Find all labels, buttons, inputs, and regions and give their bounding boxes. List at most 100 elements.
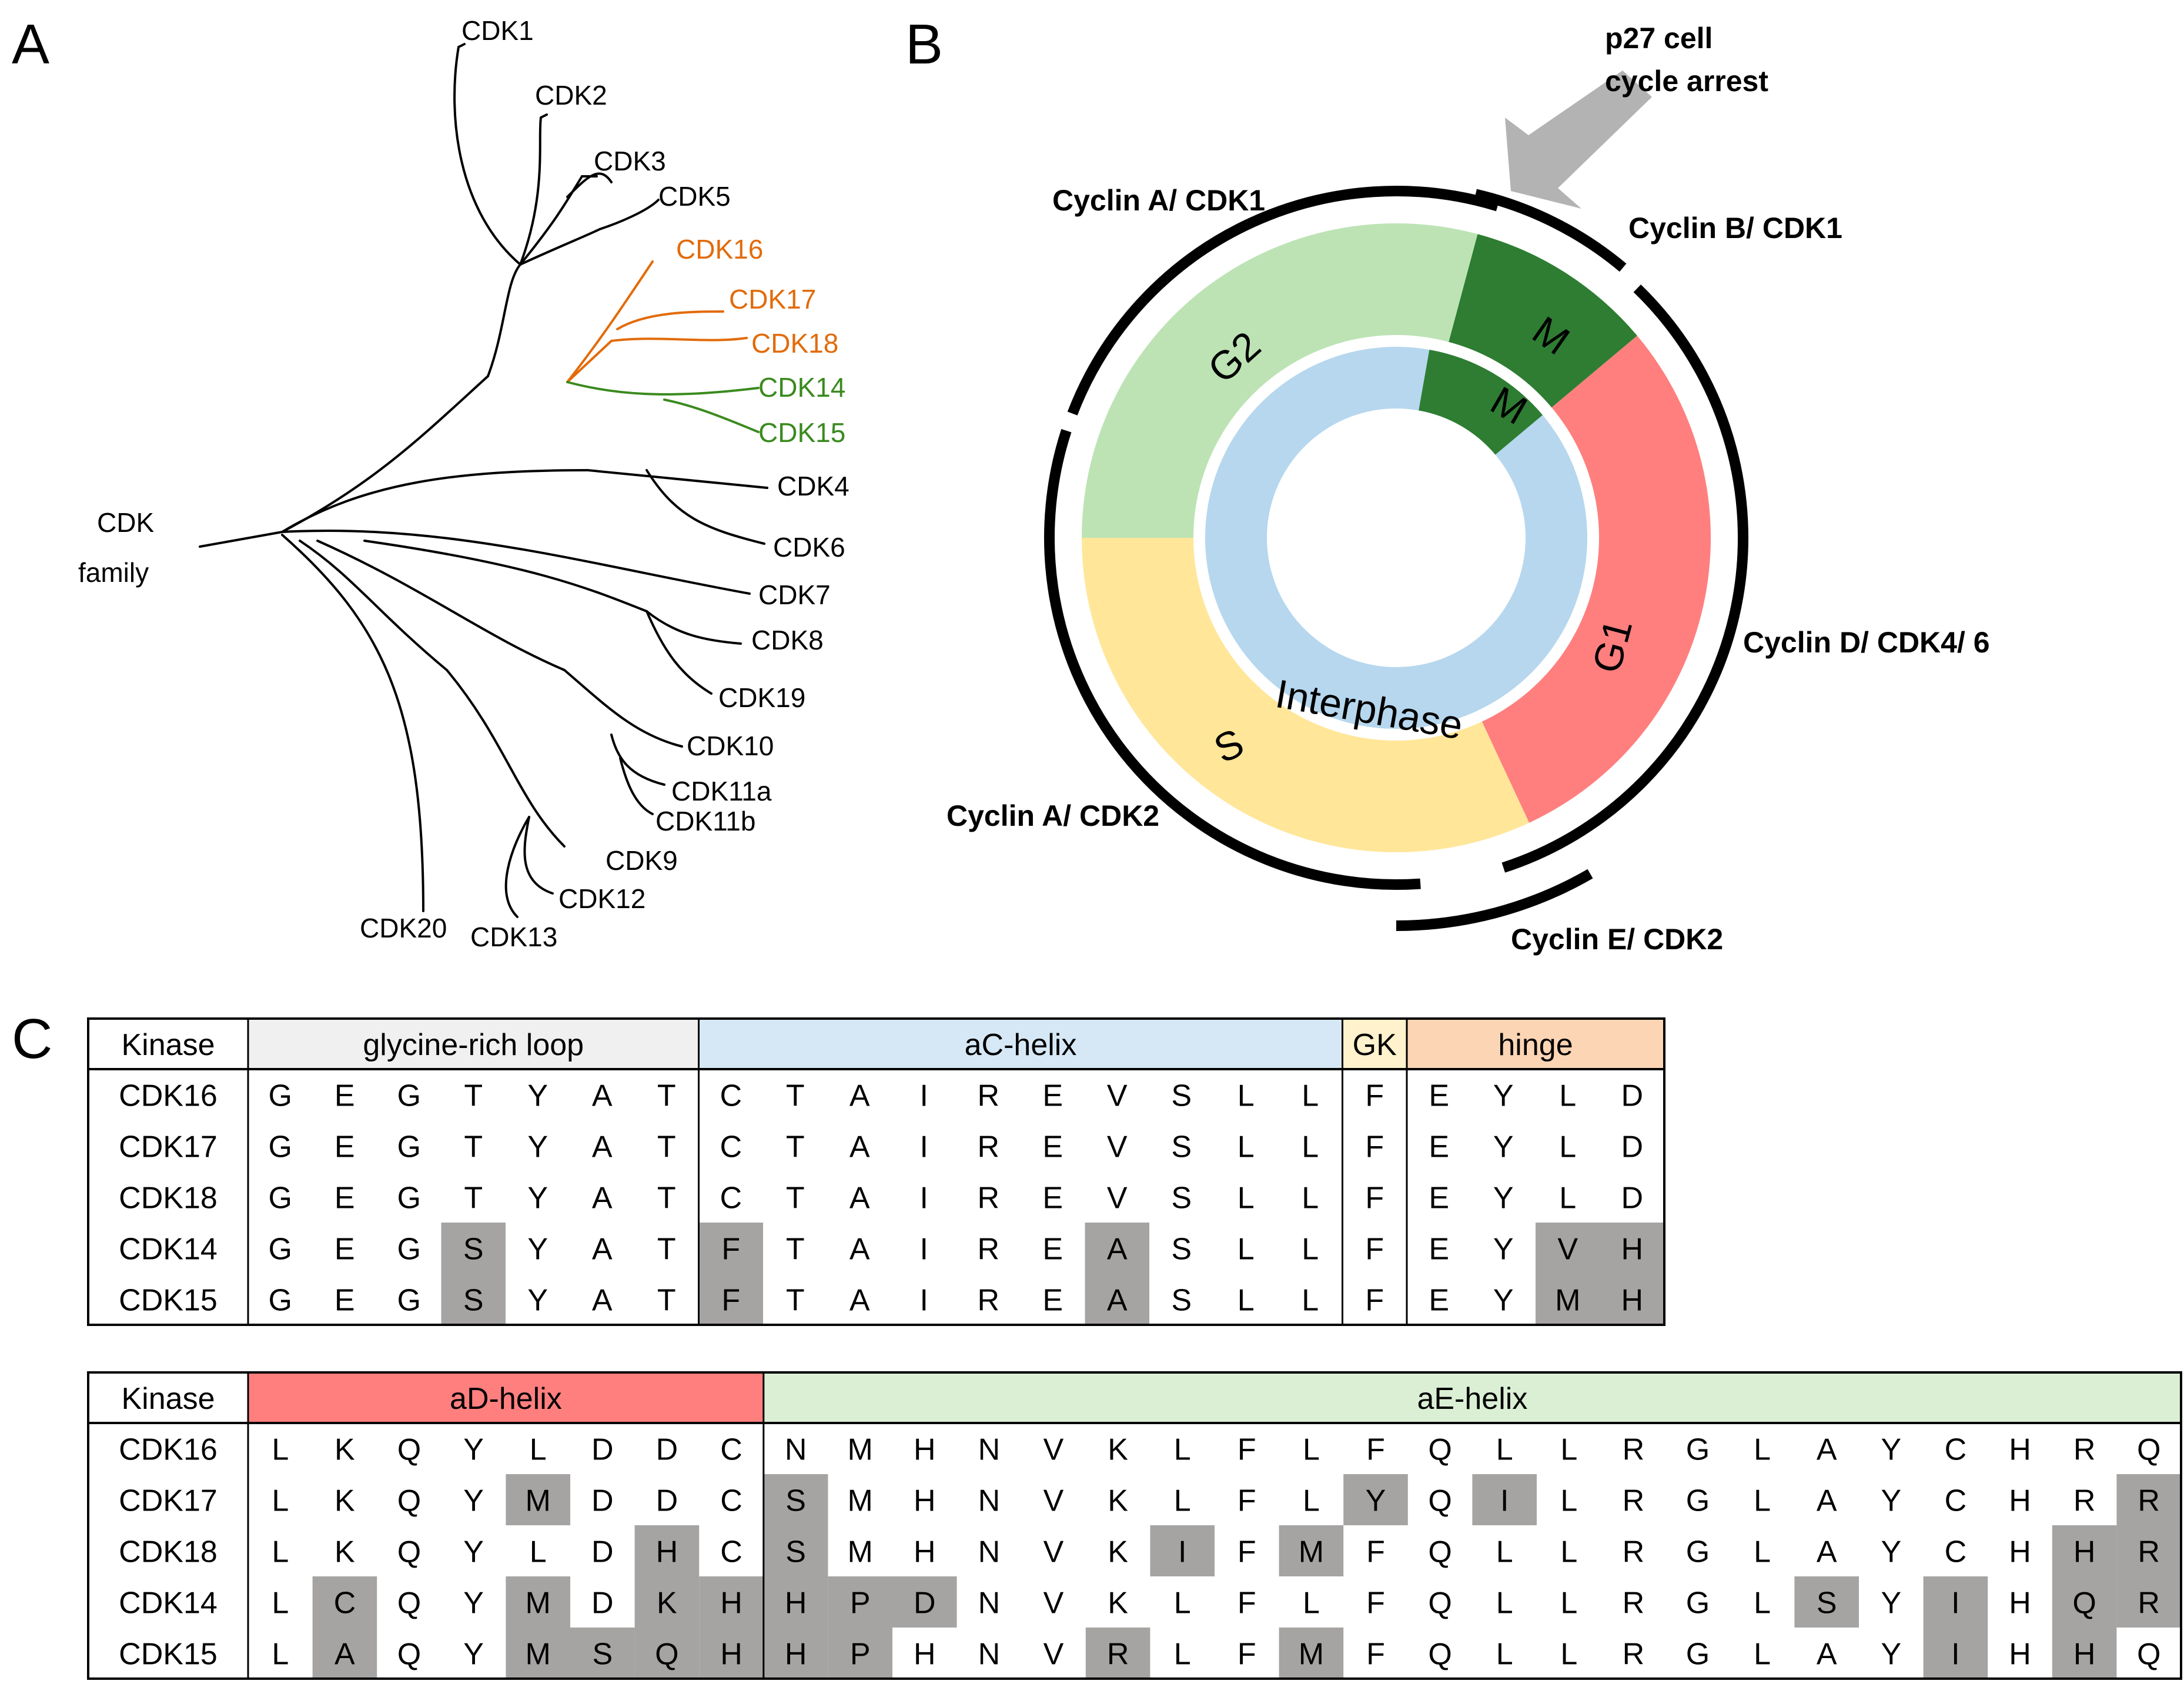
diff-cell (634, 1525, 700, 1576)
residue-cell: M (1299, 1535, 1324, 1569)
residue-cell: A (592, 1233, 613, 1267)
residue-cell: Y (1881, 1535, 1901, 1569)
residue-cell: T (657, 1181, 676, 1215)
label-cyclin-a-cdk2: Cyclin A/ CDK2 (946, 799, 1159, 832)
residue-cell: L (1496, 1638, 1513, 1672)
residue-cell: Q (397, 1586, 421, 1620)
residue-cell: H (785, 1586, 807, 1620)
tree-leaf-cdk15: CDK15 (758, 417, 845, 448)
branch-upper-trunk (281, 375, 489, 533)
residue-cell: E (1042, 1284, 1063, 1318)
residue-cell: E (335, 1130, 355, 1164)
residue-cell: T (657, 1079, 676, 1113)
residue-cell: Y (527, 1233, 548, 1267)
residue-cell: R (2073, 1484, 2096, 1518)
residue-cell: Q (1428, 1586, 1451, 1620)
tree-leaf-cdk7: CDK7 (758, 580, 831, 610)
row-kinase-label: CDK18 (119, 1181, 218, 1215)
residue-cell: A (1817, 1535, 1837, 1569)
residue-cell: D (656, 1484, 678, 1518)
diff-cell (1794, 1576, 1859, 1628)
residue-cell: R (977, 1079, 999, 1113)
residue-cell: L (272, 1638, 289, 1672)
residue-cell: L (1174, 1586, 1191, 1620)
residue-cell: L (1238, 1130, 1255, 1164)
residue-cell: E (1042, 1233, 1063, 1267)
residue-cell: Y (1493, 1284, 1514, 1318)
residue-cell: H (914, 1484, 936, 1518)
p27-label-line2: cycle arrest (1605, 65, 1768, 98)
residue-cell: T (786, 1181, 805, 1215)
residue-cell: Y (1493, 1181, 1514, 1215)
residue-cell: Y (463, 1638, 484, 1672)
residue-cell: N (978, 1638, 1001, 1672)
residue-cell: F (1238, 1535, 1256, 1569)
residue-cell: E (335, 1181, 355, 1215)
residue-cell: G (397, 1233, 421, 1267)
arc-cyclin-a-cdk2 (1044, 428, 1421, 890)
tree-leaf-cdk20: CDK20 (360, 913, 447, 943)
residue-cell: S (463, 1233, 484, 1267)
residue-cell: D (914, 1586, 936, 1620)
diff-cell (1150, 1525, 1215, 1576)
diff-cell (2116, 1576, 2181, 1628)
p27-arrow (1505, 71, 1652, 209)
residue-cell: E (1042, 1130, 1063, 1164)
diff-cell (1279, 1525, 1344, 1576)
residue-cell: L (1238, 1079, 1255, 1113)
diff-cell (1923, 1576, 1988, 1628)
residue-cell: R (1623, 1433, 1645, 1467)
residue-cell: S (1171, 1181, 1192, 1215)
residue-cell: A (592, 1181, 613, 1215)
residue-cell: E (335, 1284, 355, 1318)
residue-cell: E (1429, 1233, 1449, 1267)
residue-cell: K (335, 1484, 355, 1518)
diff-cell (312, 1576, 377, 1628)
diff-cell (698, 1223, 763, 1274)
residue-cell: D (591, 1484, 614, 1518)
diff-cell (312, 1628, 377, 1679)
residue-cell: H (2009, 1586, 2031, 1620)
branch-cdk9 (446, 669, 566, 848)
residue-cell: T (657, 1284, 676, 1318)
residue-cell: Y (463, 1586, 484, 1620)
residue-cell: H (914, 1535, 936, 1569)
residue-cell: L (272, 1433, 289, 1467)
residue-cell: Y (463, 1484, 484, 1518)
panel-a-letter: A (12, 13, 49, 76)
residue-cell: T (786, 1233, 805, 1267)
residue-cell: C (1945, 1484, 1967, 1518)
residue-cell: C (720, 1130, 742, 1164)
header-region-2: aC-helix (965, 1028, 1077, 1062)
residue-cell: A (849, 1079, 870, 1113)
residue-cell: R (2138, 1586, 2160, 1620)
residue-cell: Q (397, 1638, 421, 1672)
residue-cell: L (1174, 1638, 1191, 1672)
branch-cdk4 (587, 469, 768, 489)
residue-cell: L (1302, 1079, 1319, 1113)
branch-cdk3-node (519, 175, 583, 266)
row-kinase-label: CDK17 (119, 1484, 218, 1518)
residue-cell: Y (1366, 1484, 1386, 1518)
residue-cell: L (1302, 1130, 1319, 1164)
residue-cell: H (914, 1433, 936, 1467)
residue-cell: N (978, 1433, 1001, 1467)
panel-b-letter: B (905, 13, 943, 76)
residue-cell: F (1366, 1638, 1385, 1672)
branch-cdk91213 (299, 540, 448, 671)
residue-cell: A (592, 1284, 613, 1318)
residue-cell: L (1302, 1181, 1319, 1215)
residue-cell: M (526, 1638, 551, 1672)
diff-cell (2052, 1628, 2117, 1679)
residue-cell: S (1171, 1130, 1192, 1164)
residue-cell: L (1303, 1433, 1320, 1467)
branch-cdk1 (453, 46, 521, 266)
tree-leaf-cdk2: CDK2 (535, 80, 607, 110)
residue-cell: R (1107, 1638, 1129, 1672)
residue-cell: I (920, 1130, 928, 1164)
residue-cell: L (1496, 1433, 1513, 1467)
tree-leaf-cdk19: CDK19 (718, 682, 805, 713)
residue-cell: M (1299, 1638, 1324, 1672)
residue-cell: Q (2072, 1586, 2096, 1620)
diff-cell (506, 1576, 570, 1628)
